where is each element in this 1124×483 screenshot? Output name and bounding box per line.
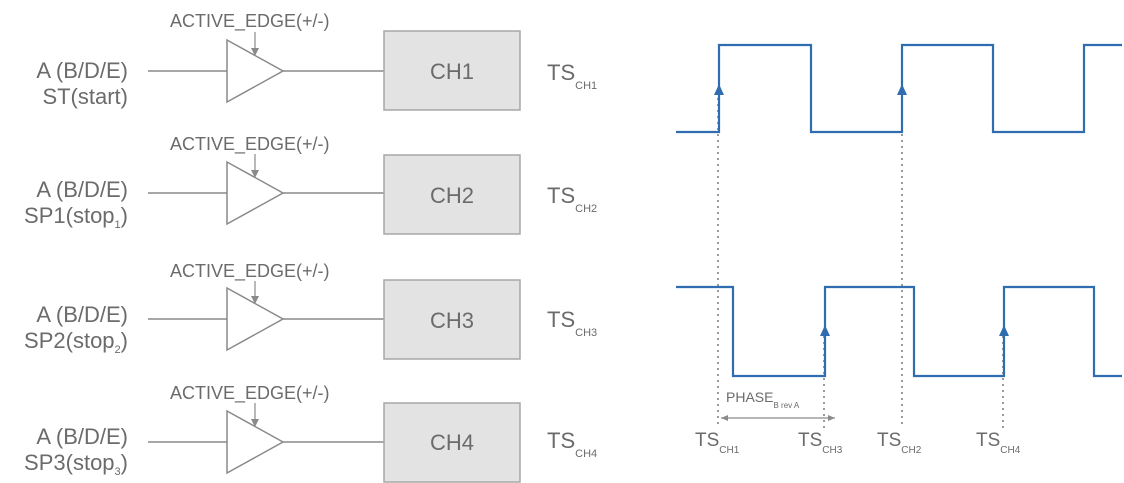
input-label-line2: SP1(stop1) xyxy=(24,203,128,231)
waveform-ts-label: TSCH2 xyxy=(877,430,922,456)
signal-a-waveform xyxy=(676,43,1122,134)
timestamp-label: TSCH3 xyxy=(547,307,597,339)
input-label-line1: A (B/D/E) xyxy=(36,302,128,327)
active-edge-label: ACTIVE_EDGE(+/-) xyxy=(170,383,330,404)
waveform-ts-label: TSCH1 xyxy=(695,430,740,456)
channel-box xyxy=(383,154,521,235)
channel-box xyxy=(383,402,521,483)
channel-label: CH4 xyxy=(430,430,474,455)
input-label-line2: ST(start) xyxy=(42,84,128,109)
timing-waveform: PHASEB rev A TSCH1 TSCH3 TSCH2 TSCH4 xyxy=(676,43,1122,456)
signal-b-waveform xyxy=(676,285,1122,378)
channel-box xyxy=(383,30,521,111)
channel-row-4: A (B/D/E) SP3(stop3) ACTIVE_EDGE(+/-) CH… xyxy=(24,383,597,483)
waveform-ts-label: TSCH4 xyxy=(976,430,1021,456)
channel-row-2: A (B/D/E) SP1(stop1) ACTIVE_EDGE(+/-) CH… xyxy=(24,134,597,235)
timestamp-label: TSCH2 xyxy=(547,183,597,215)
channel-row-1: A (B/D/E) ST(start) ACTIVE_EDGE(+/-) CH1… xyxy=(36,11,597,111)
channel-label: CH1 xyxy=(430,59,474,84)
active-edge-label: ACTIVE_EDGE(+/-) xyxy=(170,134,330,155)
timestamp-label: TSCH1 xyxy=(547,60,597,92)
channel-label: CH3 xyxy=(430,308,474,333)
timestamp-label: TSCH4 xyxy=(547,428,597,460)
phase-label: PHASEB rev A xyxy=(726,389,800,410)
input-label-line1: A (B/D/E) xyxy=(36,58,128,83)
rising-edge-arrow-icon xyxy=(897,84,907,95)
waveform-ts-label: TSCH3 xyxy=(798,430,843,456)
input-label-line1: A (B/D/E) xyxy=(36,424,128,449)
channel-box xyxy=(383,279,521,360)
input-label-line2: SP2(stop2) xyxy=(24,328,128,356)
rising-edge-arrow-icon xyxy=(999,325,1009,336)
input-label-line2: SP3(stop3) xyxy=(24,450,128,478)
active-edge-label: ACTIVE_EDGE(+/-) xyxy=(170,261,330,282)
input-label-line1: A (B/D/E) xyxy=(36,177,128,202)
channel-row-3: A (B/D/E) SP2(stop2) ACTIVE_EDGE(+/-) CH… xyxy=(24,261,597,360)
channel-label: CH2 xyxy=(430,183,474,208)
active-edge-label: ACTIVE_EDGE(+/-) xyxy=(170,11,330,32)
rising-edge-arrow-icon xyxy=(714,84,724,95)
rising-edge-arrow-icon xyxy=(820,325,830,336)
